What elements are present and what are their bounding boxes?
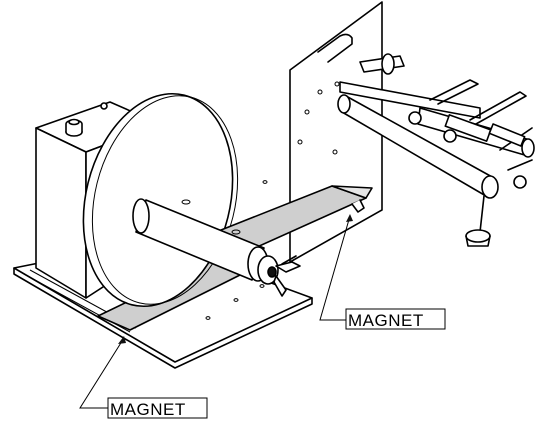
guide-rollers bbox=[337, 53, 535, 247]
reel-core bbox=[132, 198, 301, 297]
label-web-end bbox=[331, 185, 373, 199]
callout-magnet-right: MAGNET bbox=[319, 214, 446, 330]
callout-label-magnet-left: MAGNET bbox=[110, 400, 186, 419]
callout-magnet-left: MAGNET bbox=[79, 336, 208, 419]
callout-label-magnet-right: MAGNET bbox=[348, 311, 424, 330]
